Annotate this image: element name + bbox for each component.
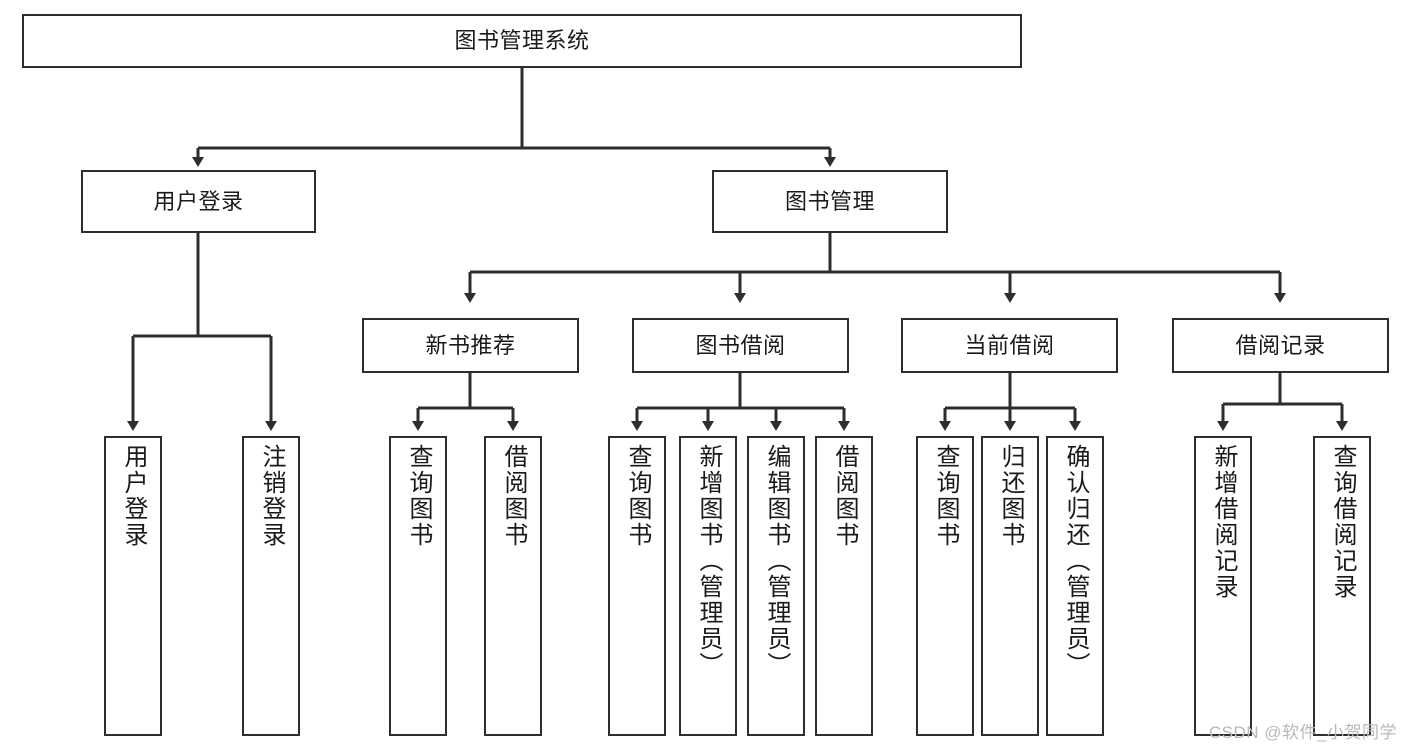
node-leaf-add-book[interactable]: 新增图书（管理员） <box>679 436 737 736</box>
node-book-management-label: 图书管理 <box>784 188 875 214</box>
node-leaf-user-login[interactable]: 用户登录 <box>104 436 162 736</box>
node-leaf-query-book-2[interactable]: 查询图书 <box>608 436 666 736</box>
watermark: CSDN @软件_小贺同学 <box>1208 723 1397 742</box>
node-leaf-edit-book[interactable]: 编辑图书（管理员） <box>747 436 805 736</box>
node-leaf-query-book-1[interactable]: 查询图书 <box>389 436 447 736</box>
node-leaf-borrow-book-1-label: 借阅图书 <box>500 444 527 548</box>
node-leaf-logout-login-label: 注销登录 <box>258 444 285 548</box>
node-book-management[interactable]: 图书管理 <box>712 170 948 233</box>
node-leaf-query-book-3-label: 查询图书 <box>932 444 959 548</box>
node-book-borrow[interactable]: 图书借阅 <box>632 318 849 373</box>
node-leaf-logout-login[interactable]: 注销登录 <box>242 436 300 736</box>
node-leaf-confirm-return[interactable]: 确认归还（管理员） <box>1046 436 1104 736</box>
node-user-login[interactable]: 用户登录 <box>81 170 316 233</box>
node-leaf-add-record-label: 新增借阅记录 <box>1210 444 1237 600</box>
node-leaf-borrow-book-2-label: 借阅图书 <box>831 444 858 548</box>
node-borrow-record[interactable]: 借阅记录 <box>1172 318 1389 373</box>
node-leaf-add-book-label: 新增图书（管理员） <box>695 444 722 678</box>
node-leaf-add-record[interactable]: 新增借阅记录 <box>1194 436 1252 736</box>
node-current-borrow[interactable]: 当前借阅 <box>901 318 1118 373</box>
node-leaf-return-book[interactable]: 归还图书 <box>981 436 1039 736</box>
node-new-book-recommend[interactable]: 新书推荐 <box>362 318 579 373</box>
node-leaf-query-record-label: 查询借阅记录 <box>1329 444 1356 600</box>
node-book-borrow-label: 图书借阅 <box>695 332 786 358</box>
node-leaf-return-book-label: 归还图书 <box>997 444 1024 548</box>
node-leaf-query-book-2-label: 查询图书 <box>624 444 651 548</box>
node-borrow-record-label: 借阅记录 <box>1235 332 1326 358</box>
node-user-login-label: 用户登录 <box>153 188 244 214</box>
node-leaf-query-book-3[interactable]: 查询图书 <box>916 436 974 736</box>
node-leaf-borrow-book-2[interactable]: 借阅图书 <box>815 436 873 736</box>
node-leaf-borrow-book-1[interactable]: 借阅图书 <box>484 436 542 736</box>
node-leaf-query-record[interactable]: 查询借阅记录 <box>1313 436 1371 736</box>
node-leaf-query-book-1-label: 查询图书 <box>405 444 432 548</box>
node-root-label: 图书管理系统 <box>454 28 590 54</box>
node-current-borrow-label: 当前借阅 <box>964 332 1055 358</box>
node-leaf-confirm-return-label: 确认归还（管理员） <box>1062 444 1089 678</box>
node-root[interactable]: 图书管理系统 <box>22 14 1022 68</box>
node-leaf-user-login-label: 用户登录 <box>120 444 147 548</box>
node-leaf-edit-book-label: 编辑图书（管理员） <box>763 444 790 678</box>
node-new-book-recommend-label: 新书推荐 <box>425 332 516 358</box>
